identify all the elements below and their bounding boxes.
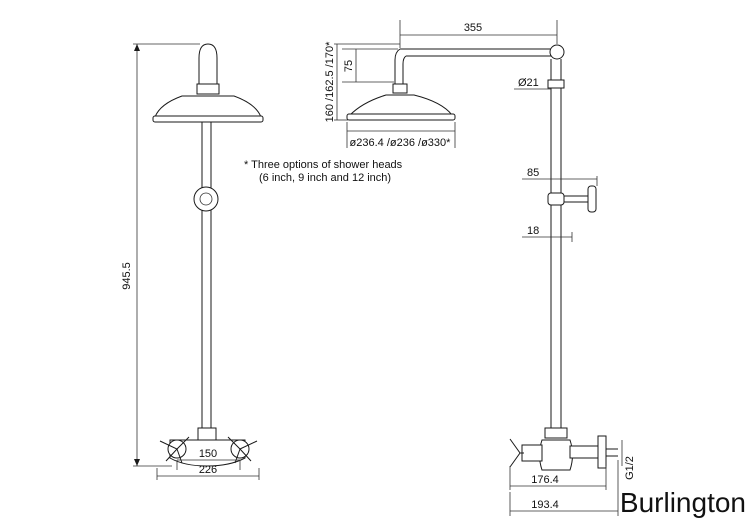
dim-drop-label: 75 — [343, 60, 355, 72]
side-handle-cross — [509, 438, 524, 468]
side-valve-body — [539, 439, 573, 471]
dim-18-label: 18 — [527, 225, 539, 237]
front-shower-head-rim — [152, 115, 264, 123]
front-left-handle-cross — [159, 436, 190, 464]
side-valve-nut — [544, 427, 568, 439]
side-valve-outlet — [569, 445, 601, 459]
shower-head-note: * Three options of shower heads (6 inch,… — [244, 159, 403, 184]
side-shower-head-rim — [346, 113, 456, 121]
side-top-elbow — [549, 44, 565, 60]
dim-85-label: 85 — [527, 167, 539, 179]
front-view: 945.5 150 226 — [121, 43, 264, 480]
dim-centres-label: 150 — [199, 448, 217, 460]
side-riser-collar — [547, 79, 565, 89]
front-wall-bracket — [193, 186, 219, 212]
dim-headh-label: 160 /162.5 /170* — [324, 41, 336, 122]
note-line-1: * Three options of shower heads — [244, 159, 403, 171]
note-line-2: (6 inch, 9 inch and 12 inch) — [259, 172, 391, 184]
dim-height-label: 945.5 — [121, 262, 133, 290]
dim-176-label: 176.4 — [531, 474, 559, 486]
front-valve-nut — [197, 427, 217, 441]
side-bracket-clamp — [547, 192, 565, 206]
dim-193-label: 193.4 — [531, 499, 559, 511]
front-head-connector — [196, 83, 220, 95]
side-wall-flange — [597, 435, 607, 469]
front-shower-head — [154, 95, 262, 118]
dim-headd-label: ø236.4 /ø236 /ø330* — [350, 137, 452, 149]
side-head-connector — [392, 83, 408, 94]
side-bracket-wall-plate — [587, 185, 597, 213]
front-arm-elbow — [198, 43, 218, 86]
dim-riser-dia-label: Ø21 — [518, 77, 539, 89]
dim-width-label: 226 — [199, 464, 217, 476]
brand-logo-text: Burlington — [620, 487, 746, 518]
front-wall-bracket-inner — [199, 192, 213, 206]
side-arm-elbow — [394, 48, 407, 84]
dim-thread-label: G1/2 — [624, 456, 636, 480]
side-shower-head — [348, 94, 454, 116]
dim-arm-label: 355 — [464, 22, 482, 34]
front-right-handle-cross — [227, 436, 258, 464]
side-view: 355 75 160 /162.5 /170* ø236.4 /ø236 /ø3… — [324, 20, 636, 516]
side-valve-spindle — [521, 444, 543, 462]
